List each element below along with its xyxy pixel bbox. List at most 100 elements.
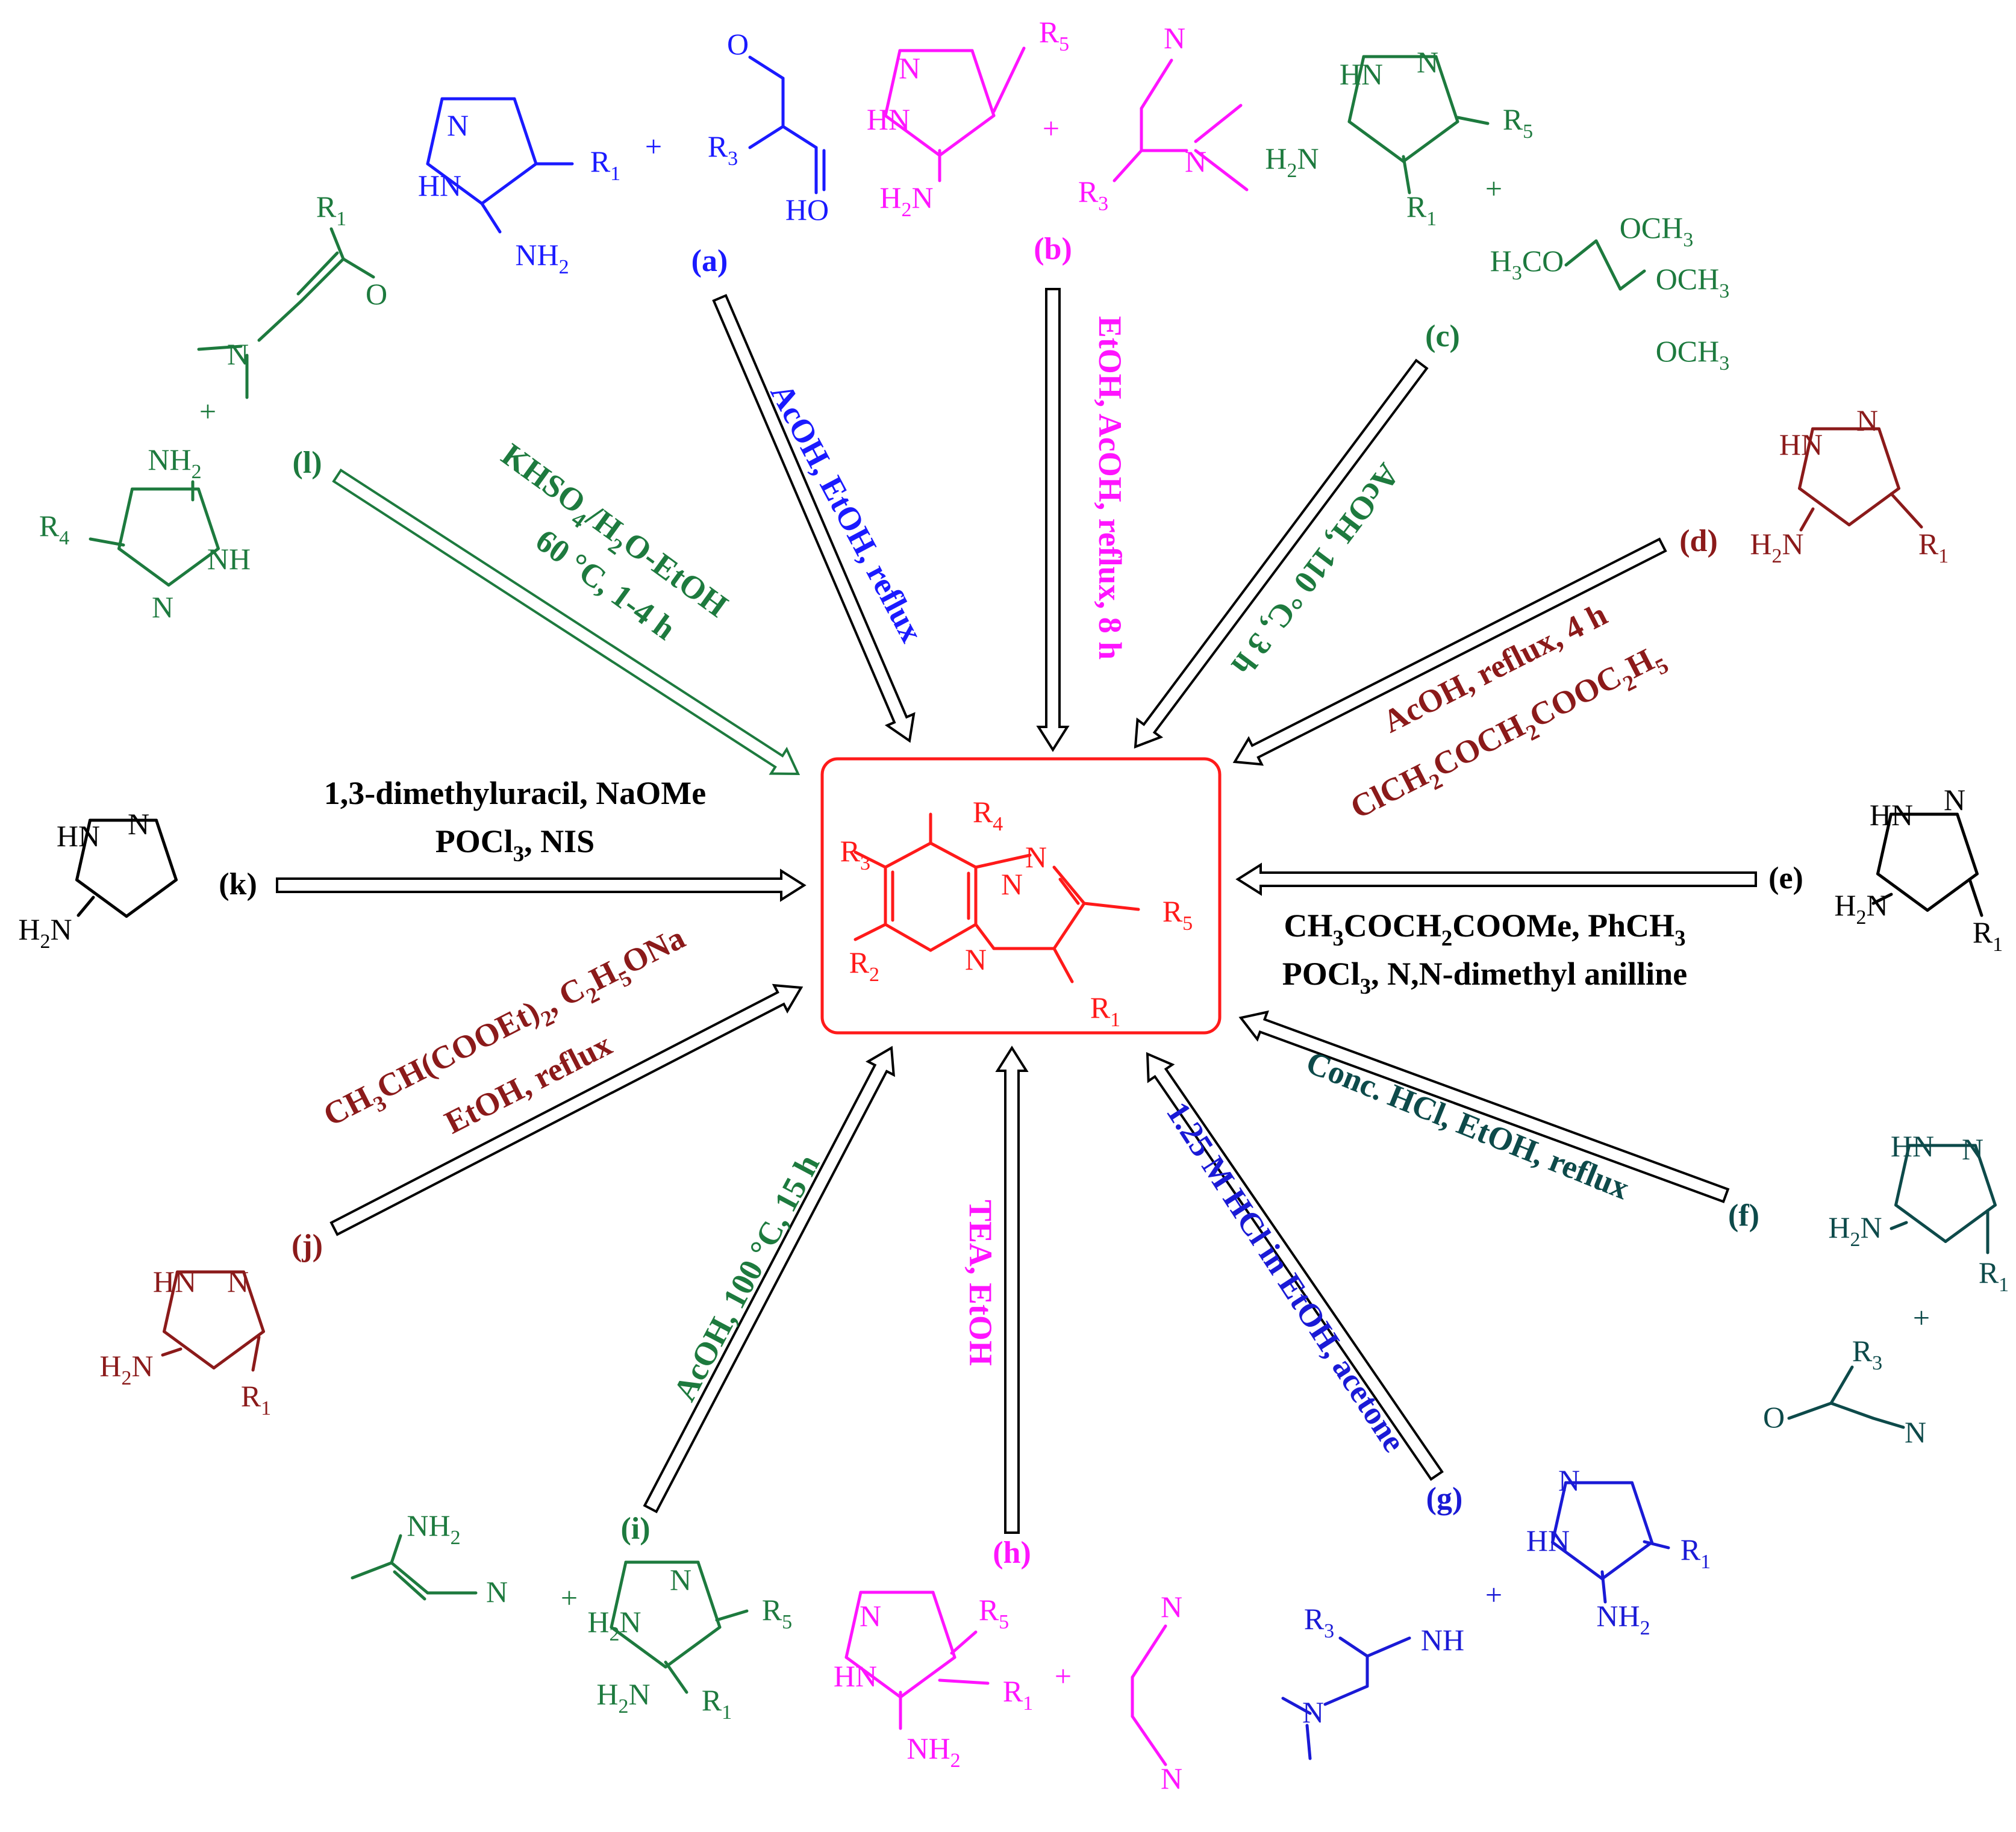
conditions-k-2: POCl3, NIS [435,823,595,866]
i-plus: + [561,1581,578,1615]
a-atom-ho: HO [785,193,829,226]
j-atom-h2n: H2N [99,1349,153,1389]
conditions-b-1: EtOH, AcOH, reflux, 8 h [1092,316,1128,660]
b-atom-n-nitrile: N [1164,21,1185,55]
arrow-f [1238,1010,1730,1203]
conditions-c-1: AcOH, 110 °C, 3 h [1225,457,1407,682]
l-atom-o: O [366,277,387,311]
product-atom-r4: R4 [973,795,1003,835]
arrow-h [995,1045,1029,1534]
route-label-e: (e) [1768,861,1803,896]
c-atom-r5: R5 [1503,102,1533,143]
d-atom-r1: R1 [1918,527,1949,567]
e-atom-hn: HN [1870,798,1913,832]
c-atom-hn: HN [1340,57,1383,91]
l-atom-r4: R4 [39,509,69,549]
route-label-h: (h) [993,1536,1031,1570]
g-plus: + [1485,1578,1502,1612]
route-label-i: (i) [620,1512,650,1546]
c-atom-och3-3: OCH3 [1656,334,1730,375]
g-atom-n: N [1558,1463,1580,1497]
f-plus: + [1913,1301,1930,1335]
j-atom-n: N [227,1265,249,1298]
j-atom-r1: R1 [241,1379,271,1419]
route-label-l: (l) [292,446,322,480]
product-atom-n-mid: N [1001,867,1023,901]
molecules-layer: NNNR4R3R2R1R5NHNR1NH2+OR3HOR5NHNH2N+NR3N… [18,15,2009,1795]
route-label-g: (g) [1426,1481,1463,1516]
f-atom-r3: R3 [1852,1334,1882,1374]
a-atom-r3: R3 [708,129,738,170]
product-atom-r3: R3 [840,834,870,874]
c-atom-r1: R1 [1406,190,1437,230]
route-label-d: (d) [1679,524,1718,558]
e-atom-n: N [1944,783,1965,817]
product-atom-n-bottom: N [965,942,987,976]
route-label-b: (b) [1034,232,1072,266]
h-atom-r1: R1 [1003,1674,1033,1715]
f-atom-hn: HN [1891,1129,1934,1163]
k-atom-h2n: H2N [18,912,72,953]
h-plus: + [1055,1659,1072,1693]
arrow-e [1235,862,1757,896]
conditions-i-1: AcOH, 100 °C, 15 h [666,1148,826,1407]
k-atom-n: N [128,807,149,841]
product-atom-r2: R2 [849,946,879,986]
route-label-j: (j) [292,1229,323,1263]
arrow-g [1146,1052,1444,1481]
i-atom-h2n: H2N [596,1677,650,1718]
l-atom-n: N [152,590,173,624]
l-atom-nh2: NH2 [148,443,201,483]
c-plus: + [1485,172,1502,205]
a-atom-n: N [447,108,469,142]
g-atom-n-amine: N [1302,1695,1324,1729]
a-plus: + [645,129,662,163]
conditions-e-2: POCl3, N,N-dimethyl anilline [1282,956,1687,999]
conditions-k-1: 1,3-dimethyluracil, NaOMe [324,775,706,811]
conditions-h-1: TEA, EtOH [963,1200,999,1366]
e-atom-r1: R1 [1973,915,2003,956]
k-atom-hn: HN [57,819,100,853]
arrow-a [712,294,916,743]
f-atom-o: O [1763,1400,1785,1434]
h-atom-nh2: NH2 [907,1731,960,1772]
arrow-j [329,983,804,1236]
f-atom-n-nitrile: N [1905,1415,1926,1449]
route-label-a: (a) [691,244,728,278]
e-atom-h2n: H2N [1834,888,1888,929]
route-label-f: (f) [1728,1198,1759,1233]
b-atom-hn: HN [867,102,910,136]
arrow-i [643,1045,895,1513]
b-plus: + [1043,111,1059,145]
j-atom-hn: HN [153,1265,196,1298]
b-atom-n-amine: N [1185,145,1206,178]
g-atom-r3: R3 [1304,1602,1334,1642]
route-label-c: (c) [1425,319,1460,354]
b-atom-n: N [899,51,920,85]
d-atom-hn: HN [1779,428,1823,461]
d-atom-n: N [1856,403,1878,437]
conditions-g-1: 1.25 M HCl in EtOH, acetone [1159,1095,1412,1459]
h-atom-n: N [860,1599,881,1633]
arrow-l [332,469,800,776]
c-atom-n: N [1417,45,1438,79]
h-atom-r5: R5 [979,1593,1009,1633]
arrows-layer [276,288,1757,1534]
product-atom-n-top: N [1025,840,1047,874]
arrow-d [1232,537,1667,766]
a-atom-r1: R1 [590,145,620,185]
reagent-k: HN N H2N [18,807,178,953]
c-atom-h3co: H3CO [1490,244,1564,284]
f-atom-r1: R1 [1979,1256,2009,1296]
l-atom-r1: R1 [316,190,346,230]
conditions-f-1: Conc. HCl, EtOH, reflux [1301,1044,1634,1206]
g-atom-hn: HN [1526,1524,1570,1557]
g-atom-r1: R1 [1681,1533,1711,1573]
